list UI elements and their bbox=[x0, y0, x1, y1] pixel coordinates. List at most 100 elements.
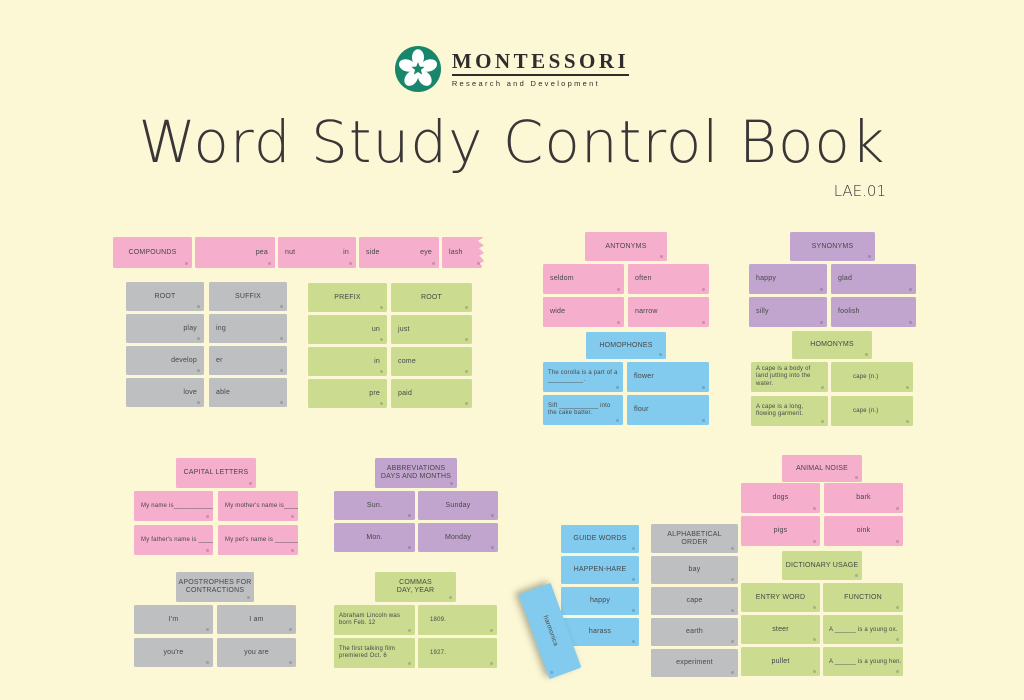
column-title: ROOT bbox=[154, 292, 176, 300]
word: cape bbox=[686, 597, 703, 604]
cluster-title: ANIMAL NOISE bbox=[796, 464, 848, 472]
word: un bbox=[371, 325, 380, 333]
column-title: FUNCTION bbox=[844, 593, 882, 601]
word-card: Mon. bbox=[334, 523, 415, 552]
word-card: pullet bbox=[741, 647, 820, 676]
word: ing bbox=[216, 324, 226, 332]
animal-noise-header-card: ANIMAL NOISE bbox=[782, 455, 862, 482]
column-title: ROOT bbox=[420, 293, 443, 301]
word-card: un bbox=[308, 315, 387, 344]
word-card: cape (n.) bbox=[831, 396, 913, 426]
word: Sunday bbox=[445, 501, 471, 509]
word-card: play bbox=[126, 314, 204, 343]
page-title: Word Study Control Book bbox=[138, 108, 886, 176]
column-header-card: ENTRY WORD bbox=[741, 583, 820, 612]
sentence-card: My pet's name is ________. bbox=[218, 525, 298, 555]
sentence-card: A cape is a long, flowing garment. bbox=[751, 396, 828, 426]
sentence: My pet's name is ________. bbox=[225, 537, 298, 543]
word: HAPPEN-HARE bbox=[573, 566, 627, 573]
homonyms-header-card: HOMONYMS bbox=[792, 331, 872, 359]
column-header-card: ROOT bbox=[391, 283, 472, 312]
word-card: I am bbox=[217, 605, 296, 634]
word: earth bbox=[686, 628, 703, 635]
word: come bbox=[398, 357, 416, 365]
cluster-apostrophes: APOSTROPHES FOR CONTRACTIONS I'm I am yo… bbox=[134, 572, 296, 667]
cluster-dictionary-usage: DICTIONARY USAGE ENTRY WORD FUNCTION ste… bbox=[741, 551, 903, 676]
cluster-title-line1: ABBREVIATIONS bbox=[386, 465, 446, 472]
word-card: Monday bbox=[418, 523, 498, 552]
sentence: A cape is a body of land jutting into th… bbox=[756, 365, 811, 387]
word: cape (n.) bbox=[853, 408, 879, 414]
sentence: A cape is a long, flowing garment. bbox=[756, 403, 804, 418]
word: you're bbox=[163, 648, 184, 656]
word-card: I'm bbox=[134, 605, 213, 634]
word-card: ing bbox=[209, 314, 287, 343]
word-card: Sun. bbox=[334, 491, 415, 520]
cluster-title-line1: APOSTROPHES FOR bbox=[178, 579, 252, 586]
word: narrow bbox=[635, 308, 658, 315]
word-card: flower bbox=[627, 362, 709, 392]
cluster-title-line2: CONTRACTIONS bbox=[185, 587, 245, 594]
word: love bbox=[183, 388, 197, 396]
cluster-antonyms: ANTONYMS seldom often wide narrow bbox=[543, 232, 709, 327]
cluster-title: HOMOPHONES bbox=[599, 341, 653, 349]
word: Mon. bbox=[366, 533, 383, 541]
word-card: develop bbox=[126, 346, 204, 375]
word-right: pea bbox=[255, 248, 268, 256]
cluster-title-line1: ALPHABETICAL bbox=[667, 530, 722, 538]
cluster-homophones: HOMOPHONES The corolla is a part of a __… bbox=[543, 332, 709, 425]
cluster-commas: COMMAS DAY, YEAR Abraham Lincoln was bor… bbox=[334, 572, 497, 668]
guide-word-range-card: HAPPEN-HARE bbox=[561, 556, 639, 584]
sentence: My mother's name is______. bbox=[225, 503, 298, 509]
word: in bbox=[374, 357, 380, 365]
guide-words-header-card: GUIDE WORDS bbox=[561, 525, 639, 553]
sentence-card: My name is_____________. bbox=[134, 491, 213, 521]
sentence: My father's name is ______. bbox=[141, 537, 213, 543]
cluster-animal-noise: ANIMAL NOISE dogs bark pigs oink bbox=[741, 455, 903, 546]
cluster-homonyms: HOMONYMS A cape is a body of land juttin… bbox=[751, 331, 913, 426]
word-card: glad bbox=[831, 264, 916, 294]
word-card: cape (n.) bbox=[831, 362, 913, 392]
word-card: oink bbox=[824, 516, 903, 546]
cluster-title-line2: DAYS AND MONTHS bbox=[380, 473, 452, 480]
word: harass bbox=[588, 628, 612, 635]
sentence: My name is_____________. bbox=[141, 503, 213, 509]
word-card: silly bbox=[749, 297, 827, 327]
abbreviations-header-card: ABBREVIATIONS DAYS AND MONTHS bbox=[375, 458, 457, 488]
word: 1809. bbox=[430, 617, 447, 623]
sentence-card: My father's name is ______. bbox=[134, 525, 213, 555]
word-card: bark bbox=[824, 483, 903, 513]
word-card: come bbox=[391, 347, 472, 376]
cluster-abbreviations: ABBREVIATIONS DAYS AND MONTHS Sun. Sunda… bbox=[334, 458, 498, 552]
word-card: 1927. bbox=[418, 638, 497, 668]
word: glad bbox=[838, 275, 853, 282]
word-card: dogs bbox=[741, 483, 820, 513]
word-card: just bbox=[391, 315, 472, 344]
word-right: eye bbox=[420, 248, 432, 256]
word: pre bbox=[369, 389, 380, 397]
compounds-title: COMPOUNDS bbox=[128, 248, 177, 256]
word-card: wide bbox=[543, 297, 624, 327]
sentence-card: Sift ___________ into the cake batter. bbox=[543, 395, 623, 425]
word-card: steer bbox=[741, 615, 820, 644]
cluster-prefix-root: PREFIX ROOT un just in come pre paid bbox=[308, 283, 472, 408]
word-card-torn: lash bbox=[442, 237, 484, 268]
word: pullet bbox=[771, 657, 790, 665]
word: I am bbox=[249, 615, 264, 623]
cluster-alphabetical-order: ALPHABETICAL ORDER bay cape earth experi… bbox=[651, 524, 738, 677]
sentence: The corolla is a part of a __________. bbox=[548, 369, 618, 384]
word: Monday bbox=[444, 533, 472, 541]
word: flour bbox=[634, 406, 649, 413]
word: foolish bbox=[838, 308, 860, 315]
dictionary-usage-header-card: DICTIONARY USAGE bbox=[782, 551, 862, 580]
word-card: experiment bbox=[651, 649, 738, 677]
word-card: pigs bbox=[741, 516, 820, 546]
word: play bbox=[183, 324, 197, 332]
word: steer bbox=[772, 625, 789, 633]
word-card: 1809. bbox=[418, 605, 497, 635]
word-card: happy bbox=[561, 587, 639, 615]
word-card: Sunday bbox=[418, 491, 498, 520]
word-card: happy bbox=[749, 264, 827, 294]
